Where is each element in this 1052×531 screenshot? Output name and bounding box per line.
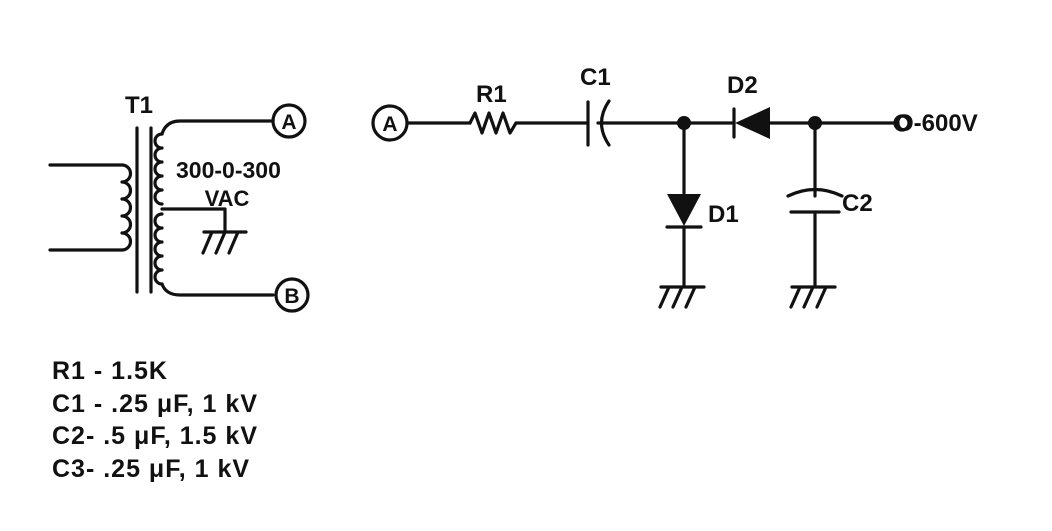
d1-ground-icon (658, 285, 706, 309)
parts-list-item: C1 - .25 μF, 1 kV (52, 389, 258, 418)
transformer-t1: T1 300-0-300 VAC A B (48, 92, 310, 313)
output-voltage-label: O-600V (895, 110, 978, 137)
secondary-winding-lower (153, 212, 164, 286)
parts-list: R1 - 1.5K C1 - .25 μF, 1 kV C2- .5 μF, 1… (52, 355, 258, 485)
diode-d2-icon (735, 107, 770, 139)
parts-list-item: R1 - 1.5K (52, 357, 168, 385)
c2-ground-icon (789, 285, 837, 309)
terminal-b-circle (274, 277, 310, 313)
transformer-label: T1 (125, 92, 153, 119)
capacitor-c2-label: C2 (842, 190, 873, 217)
diode-d2-label: D2 (727, 72, 758, 99)
diode-d1-label: D1 (708, 201, 739, 228)
multiplier-circuit: A R1 C1 D2 O-600V D1 C2 (371, 64, 978, 309)
center-tap-ground-icon (201, 230, 248, 255)
terminal-b-label: B (284, 285, 299, 308)
resistor-r1-label: R1 (476, 81, 507, 108)
resistor-r1-icon (468, 111, 518, 135)
secondary-top-lead (160, 119, 275, 136)
terminal-a-circle (271, 103, 307, 139)
parts-list-item: C3- .25 μF, 1 kV (52, 454, 251, 483)
input-terminal-label: A (382, 113, 397, 136)
secondary-bottom-lead (160, 282, 275, 297)
parts-list-item: C2- .5 μF, 1.5 kV (52, 422, 258, 450)
capacitor-c1-label: C1 (580, 64, 611, 91)
secondary-rating-label: 300-0-300 (176, 157, 281, 183)
terminal-a-label: A (281, 111, 296, 134)
output-terminal-icon (893, 114, 911, 132)
capacitor-c2-curved-plate (786, 187, 844, 198)
secondary-vac-label: VAC (205, 186, 250, 211)
primary-winding (120, 163, 133, 252)
center-tap-lead (160, 207, 227, 232)
secondary-winding-upper (153, 132, 164, 206)
diode-d1-icon (667, 194, 701, 226)
